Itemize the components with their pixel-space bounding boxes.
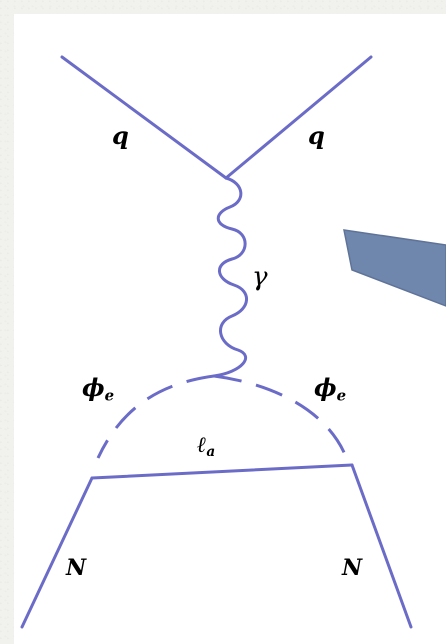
lepton-line — [90, 463, 354, 480]
photon-line — [212, 176, 248, 378]
nucleon-left-label: N — [66, 555, 87, 581]
diagram-card — [14, 14, 446, 644]
nucleon-right-label: N — [342, 555, 363, 581]
quark-left-label: q — [112, 121, 129, 150]
lepton-base: ℓ — [197, 432, 207, 458]
nucleon-line-left — [20, 476, 94, 629]
lepton-subscript: a — [206, 444, 216, 461]
scalar-dashed-left — [96, 374, 215, 459]
scalar-left-label: ϕe — [82, 376, 114, 403]
blue-arrow-shape — [343, 229, 446, 307]
scalar-right-subscript: e — [336, 386, 347, 405]
scalar-left-subscript: e — [104, 386, 115, 405]
photon-label: γ — [252, 262, 268, 292]
quark-line-right — [224, 55, 373, 180]
scalar-right-label: ϕe — [314, 376, 346, 403]
scalar-left-base: ϕ — [82, 373, 105, 402]
scalar-dashed-right — [213, 374, 350, 463]
quark-line-left — [60, 55, 228, 180]
scalar-right-base: ϕ — [314, 373, 337, 402]
nucleon-line-right — [350, 463, 413, 629]
quark-right-label: q — [308, 121, 325, 150]
lepton-label: ℓa — [197, 434, 215, 460]
